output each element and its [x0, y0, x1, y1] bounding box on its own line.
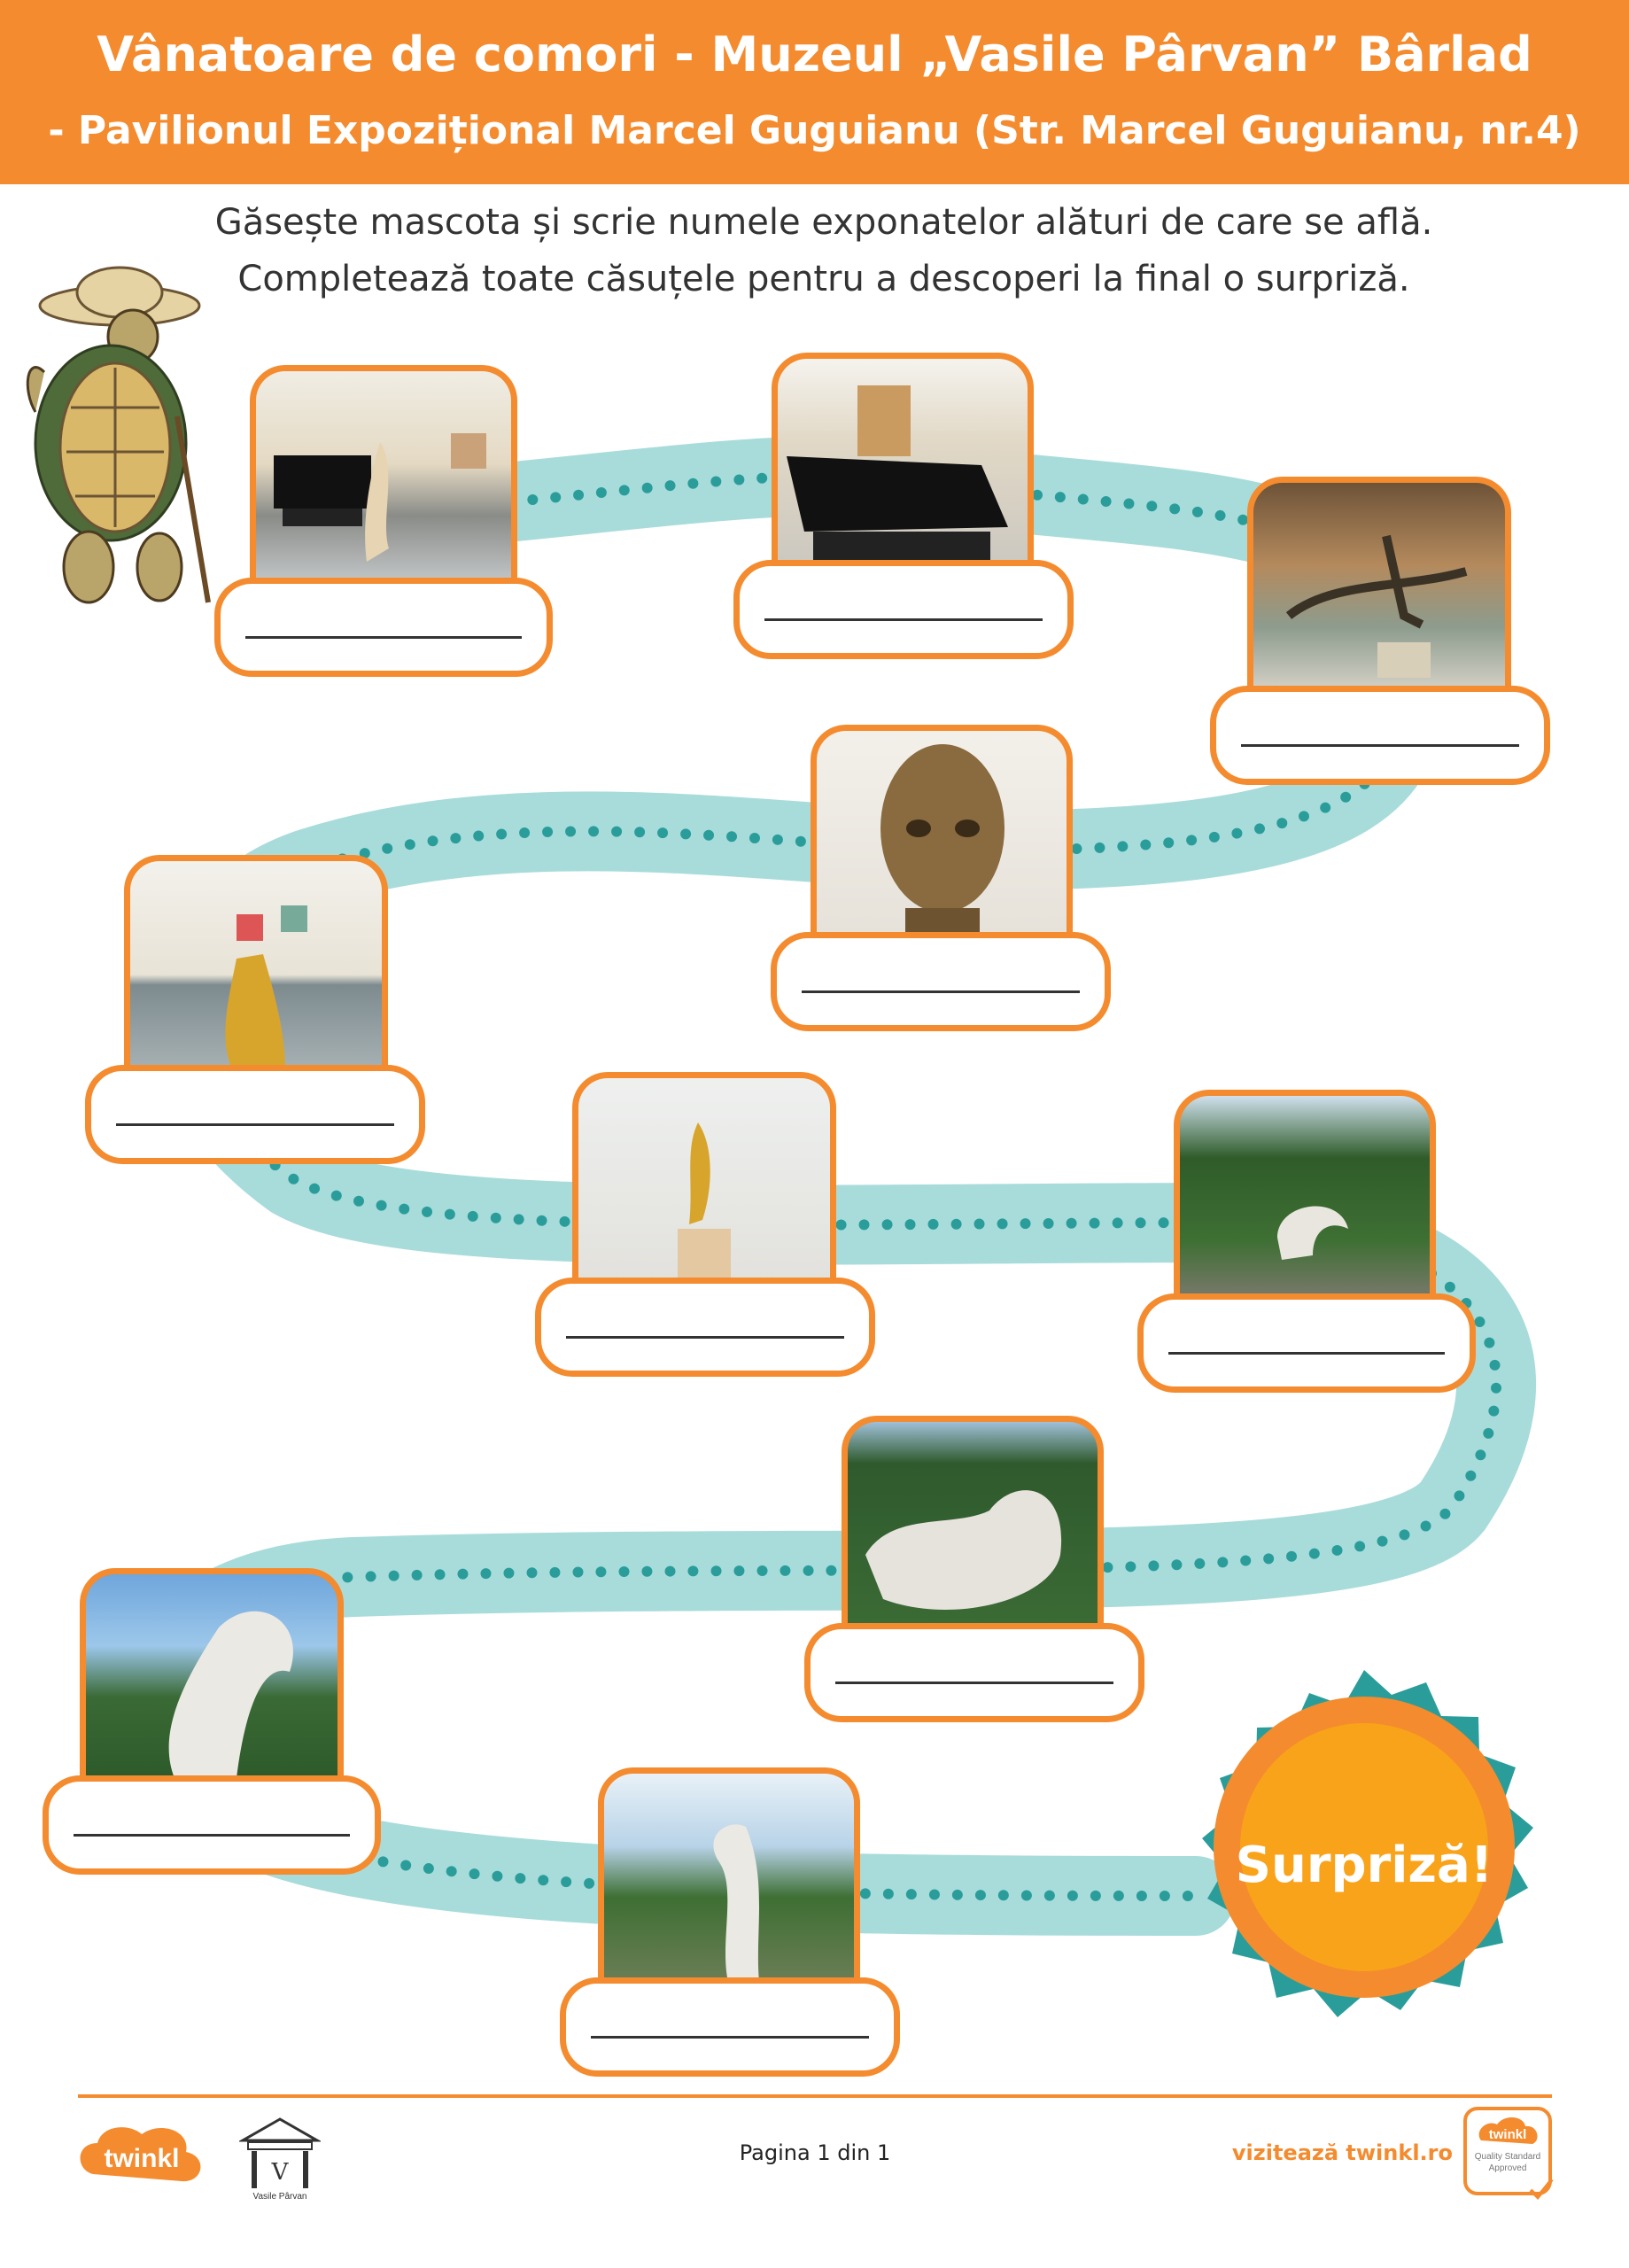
answer-line[interactable]	[74, 1834, 350, 1837]
exhibit-photo-2	[772, 353, 1034, 565]
answer-field-8[interactable]	[804, 1623, 1144, 1722]
exhibit-photo-7	[1174, 1090, 1436, 1302]
answer-line[interactable]	[1168, 1352, 1445, 1355]
answer-field-6[interactable]	[535, 1278, 875, 1377]
answer-field-4[interactable]	[771, 932, 1111, 1031]
answer-field-10[interactable]	[560, 1977, 900, 2077]
quality-brand-text: twinkl	[1489, 2127, 1527, 2142]
exhibit-photo-1	[250, 365, 517, 578]
page-subtitle: - Pavilionul Expozițional Marcel Guguian…	[48, 108, 1581, 153]
answer-line[interactable]	[566, 1336, 844, 1339]
museum-logo-text: Vasile Pârvan	[253, 2192, 307, 2202]
answer-field-7[interactable]	[1137, 1293, 1476, 1393]
exhibit-photo-6	[572, 1072, 836, 1285]
twinkl-logo-text: twinkl	[104, 2144, 179, 2173]
page-title: Vânatoare de comori - Muzeul „Vasile Pâr…	[97, 27, 1532, 82]
surprise-label: Surpriză!	[1235, 1837, 1493, 1894]
exhibit-photo-9	[80, 1568, 344, 1779]
svg-text:V: V	[271, 2159, 290, 2186]
answer-line[interactable]	[764, 618, 1043, 621]
exhibit-photo-5	[124, 855, 388, 1068]
header-banner: Vânatoare de comori - Muzeul „Vasile Pâr…	[0, 0, 1629, 184]
twinkl-logo-icon: twinkl	[80, 2127, 201, 2182]
museum-logo-icon: V Vasile Pârvan	[239, 2117, 321, 2202]
tortoise-mascot-icon	[26, 266, 211, 604]
answer-field-5[interactable]	[85, 1065, 425, 1164]
instruction-line-2: Completează toate căsuțele pentru a desc…	[237, 259, 1410, 299]
answer-field-2[interactable]	[733, 560, 1074, 659]
exhibit-photo-10	[598, 1767, 860, 1980]
quality-badge-text: Quality Standard Approved	[1474, 2152, 1541, 2173]
page-number: Pagina 1 din 1	[739, 2140, 891, 2165]
exhibit-photo-8	[842, 1416, 1104, 1628]
answer-line[interactable]	[245, 636, 522, 639]
instruction-line-1: Găsește mascota și scrie numele exponate…	[214, 202, 1433, 243]
answer-line[interactable]	[116, 1123, 394, 1126]
answer-field-1[interactable]	[214, 578, 553, 677]
answer-line[interactable]	[802, 990, 1080, 993]
answer-line[interactable]	[835, 1682, 1113, 1684]
answer-line[interactable]	[1241, 744, 1519, 747]
starburst-icon	[1202, 1670, 1533, 2017]
answer-field-3[interactable]	[1210, 686, 1550, 785]
exhibit-photo-4	[811, 725, 1073, 937]
answer-field-9[interactable]	[43, 1775, 381, 1875]
answer-line[interactable]	[591, 2036, 869, 2039]
exhibit-photo-3	[1247, 477, 1511, 689]
footer-divider	[78, 2094, 1552, 2098]
visit-link[interactable]: vizitează twinkl.ro	[1231, 2140, 1453, 2165]
quality-badge-icon: twinkl Quality Standard Approved	[1463, 2107, 1554, 2200]
